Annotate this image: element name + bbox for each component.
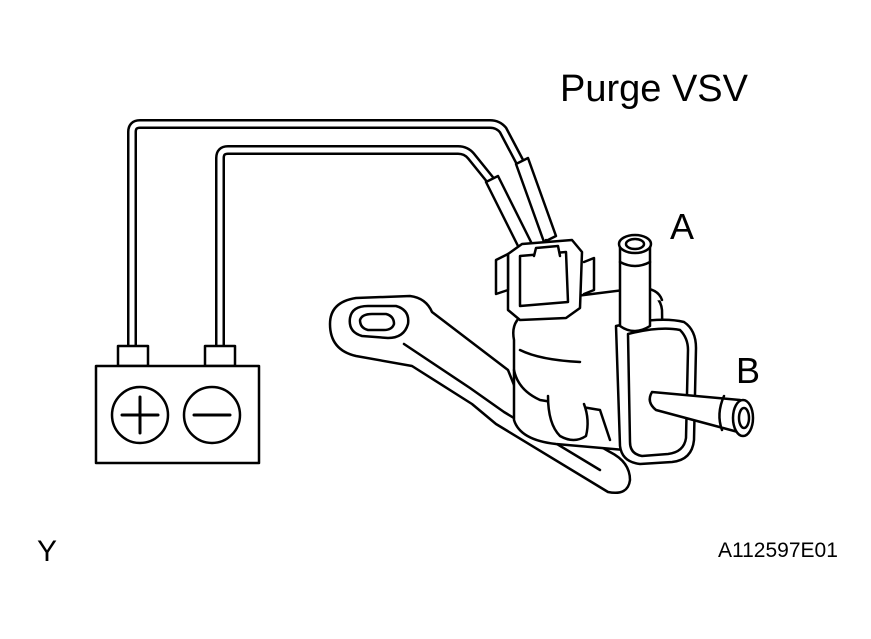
wire-negative	[220, 150, 492, 346]
port-b-label: B	[736, 350, 761, 391]
wire-positive	[132, 124, 522, 346]
port-a-nipple	[619, 235, 651, 331]
port-b-nipple	[650, 392, 753, 436]
battery-positive-terminal-symbol	[112, 387, 168, 443]
corner-mark: Y	[37, 535, 58, 568]
battery-negative-terminal-symbol	[184, 387, 240, 443]
valve-connector	[496, 240, 594, 320]
diagram-title: Purge VSV	[560, 68, 748, 110]
figure-id: A112597E01	[718, 539, 838, 562]
battery	[96, 346, 259, 463]
port-a-label: A	[670, 206, 695, 247]
